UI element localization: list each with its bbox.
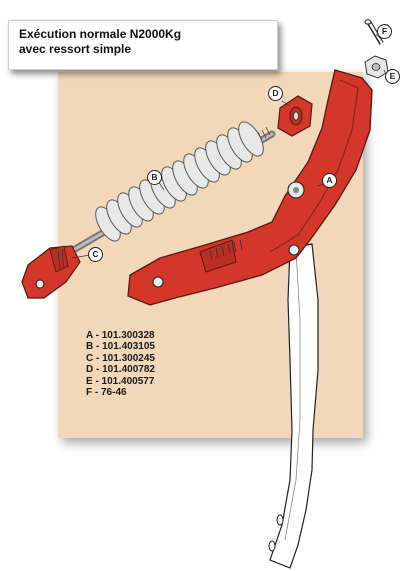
nut-part-e	[364, 55, 389, 79]
title-line-1: Exécution normale N2000Kg	[19, 27, 182, 41]
parts-list-item: E - 101.400577	[86, 375, 155, 387]
title-box: Exécution normale N2000Kg avec ressort s…	[8, 20, 278, 70]
mounting-hole	[288, 244, 300, 256]
tine-hole	[268, 540, 276, 552]
parts-list-item: B - 101.403105	[86, 341, 155, 353]
bracket-part-a	[127, 69, 373, 306]
parts-list-item: D - 101.400782	[86, 364, 155, 376]
callout-c: C	[88, 247, 103, 262]
callout-b: B	[147, 170, 162, 185]
tine-hole	[276, 514, 284, 526]
mounting-hole	[152, 276, 164, 288]
parts-list-item: F - 76-46	[86, 387, 127, 399]
clevis-part-c	[21, 245, 81, 299]
spring-cap-part-d	[277, 95, 313, 137]
callout-e: E	[385, 69, 400, 84]
tine-shank	[268, 243, 319, 569]
parts-list: A - 101.300328 B - 101.403105 C - 101.30…	[86, 330, 155, 398]
parts-list-item: C - 101.300245	[86, 352, 155, 364]
callout-a: A	[322, 173, 337, 188]
spring-part-b	[66, 121, 276, 256]
parts-list-item: A - 101.300328	[86, 330, 155, 341]
callout-d: D	[268, 86, 283, 101]
clevis-hole	[35, 279, 45, 289]
title-line-2: avec ressort simple	[19, 42, 132, 56]
callout-f: F	[377, 24, 392, 39]
